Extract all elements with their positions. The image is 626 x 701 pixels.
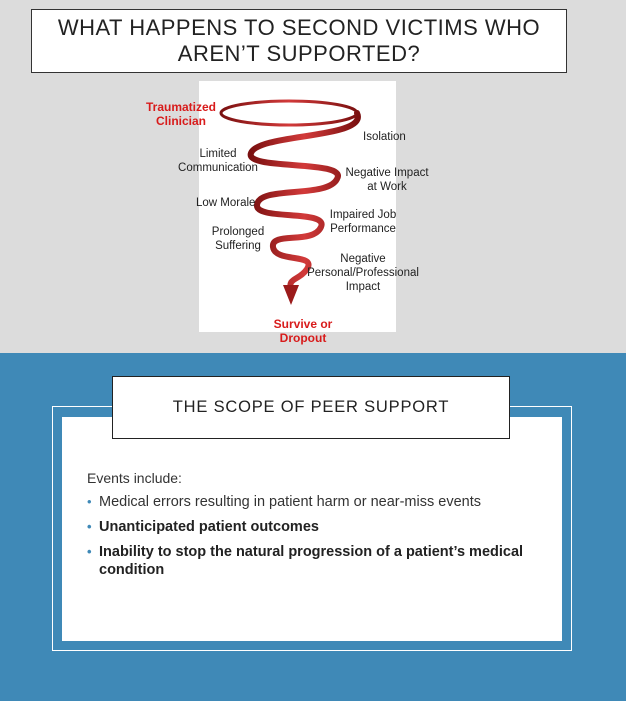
- label-text: Traumatized Clinician: [145, 100, 217, 128]
- events-intro: Events include:: [87, 470, 182, 486]
- bullet-icon: •: [87, 544, 92, 559]
- content-panel: [62, 417, 562, 641]
- label-limited-communication: Limited Communication: [178, 148, 258, 174]
- list-item: • Inability to stop the natural progressi…: [87, 543, 527, 579]
- label-traumatized-clinician: Traumatized Clinician: [143, 100, 219, 128]
- slide-scope-peer-support: THE SCOPE OF PEER SUPPORT Events include…: [0, 353, 626, 701]
- list-item: • Unanticipated patient outcomes: [87, 518, 527, 536]
- label-impaired-job-performance: Impaired Job Performance: [329, 209, 397, 235]
- label-isolation: Isolation: [363, 131, 406, 143]
- list-item-text: Medical errors resulting in patient harm…: [99, 494, 481, 510]
- label-negative-impact-work: Negative Impact at Work: [345, 167, 429, 193]
- slide-second-victims: WHAT HAPPENS TO SECOND VICTIMS WHO AREN’…: [0, 0, 626, 353]
- list-item-text: Inability to stop the natural progressio…: [99, 544, 524, 578]
- spiral-body: [247, 110, 361, 294]
- slide-title: WHAT HAPPENS TO SECOND VICTIMS WHO AREN’…: [31, 9, 567, 73]
- list-item-text: Unanticipated patient outcomes: [99, 519, 319, 535]
- label-survive-or-dropout: Survive or Dropout: [273, 317, 333, 345]
- slide-title-text: THE SCOPE OF PEER SUPPORT: [172, 398, 450, 416]
- bullet-icon: •: [87, 519, 92, 534]
- spiral-ring-top: [219, 99, 359, 127]
- label-low-morale: Low Morale: [196, 197, 256, 209]
- spiral-diagram: [199, 81, 396, 332]
- label-prolonged-suffering: Prolonged Suffering: [211, 226, 265, 252]
- slide-title-text: WHAT HAPPENS TO SECOND VICTIMS WHO AREN’…: [57, 15, 541, 66]
- spiral-arrow-tip: [283, 285, 299, 305]
- list-item: • Medical errors resulting in patient har…: [87, 493, 527, 511]
- bullet-icon: •: [87, 494, 92, 509]
- label-negative-personal-professional: Negative Personal/Professional Impact: [307, 253, 419, 293]
- slide-title: THE SCOPE OF PEER SUPPORT: [112, 376, 510, 439]
- spiral-graphic: [219, 99, 361, 305]
- events-list: • Medical errors resulting in patient har…: [87, 493, 527, 586]
